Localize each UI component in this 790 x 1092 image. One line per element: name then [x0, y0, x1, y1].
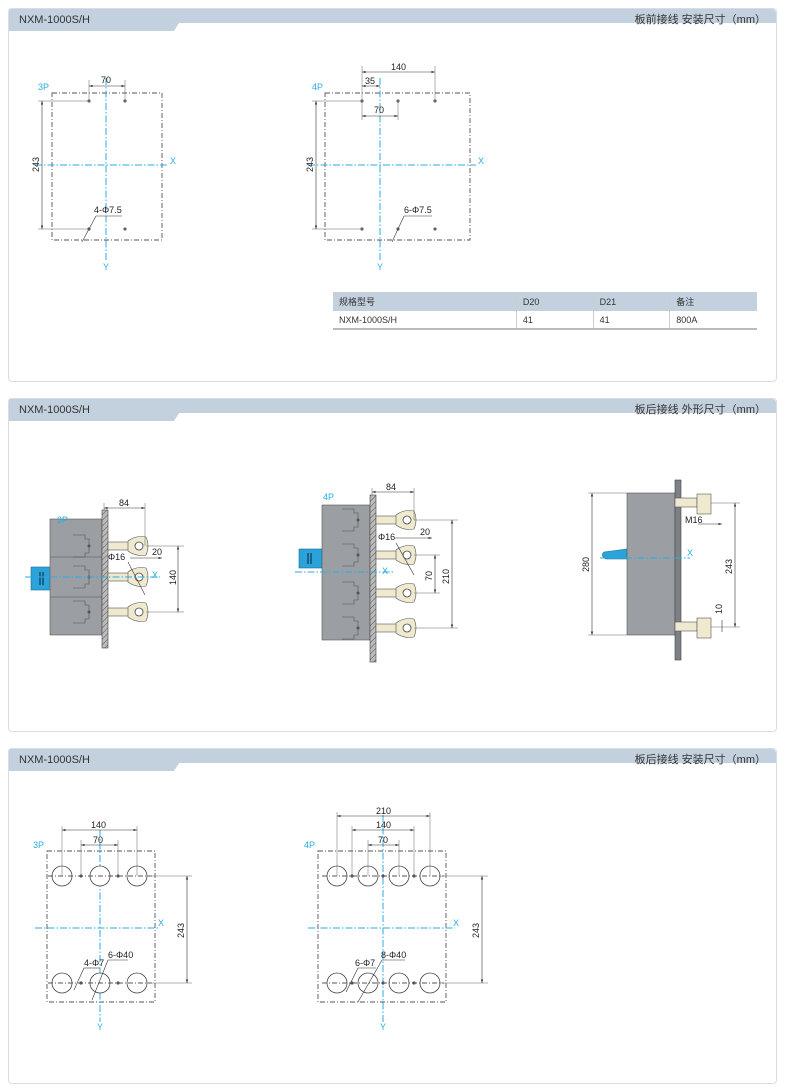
section-note: 板前接线 安装尺寸（mm）	[634, 14, 766, 26]
dim-280: 280	[581, 557, 591, 572]
rear-3p-outline: X 3P 84 20 Φ16 140	[25, 498, 184, 649]
y-axis-label: Y	[97, 1022, 103, 1032]
cell-remark: 800A	[669, 311, 757, 330]
dim-70: 70	[101, 75, 111, 85]
col-remark: 备注	[669, 292, 757, 311]
x-axis-label: X	[687, 548, 693, 558]
header-tab	[9, 749, 179, 771]
x-axis-label: X	[478, 156, 484, 166]
hole-spec: 6-Φ7.5	[404, 205, 432, 215]
dim-10: 10	[714, 604, 724, 614]
phi-16: Φ16	[378, 532, 395, 542]
dim-140: 140	[91, 820, 106, 830]
dim-210: 210	[376, 806, 391, 816]
model-title: NXM-1000S/H	[19, 14, 90, 26]
section-note: 板后接线 安装尺寸（mm）	[634, 754, 766, 766]
dim-70: 70	[378, 835, 388, 845]
dim-70: 70	[93, 835, 103, 845]
dim-35: 35	[365, 76, 375, 86]
dim-70: 70	[424, 571, 434, 581]
large-hole-spec: 6-Φ40	[108, 950, 133, 960]
dim-140: 140	[168, 570, 178, 585]
small-hole-spec: 6-Φ7	[355, 958, 375, 968]
dim-243: 243	[724, 559, 734, 574]
pole-label: 3P	[33, 840, 44, 850]
y-axis-label: Y	[103, 262, 109, 272]
table-header-row: 规格型号 D20 D21 备注	[333, 292, 757, 311]
dim-70: 70	[374, 105, 384, 115]
pole-label: 4P	[312, 82, 323, 92]
pole-label: 3P	[57, 515, 68, 525]
front-3p-drawing: X Y 3P 70 243 4-Φ7.5	[31, 75, 176, 272]
rear-side-outline: X 280 243 M16 10	[581, 479, 740, 661]
spec-table: 规格型号 D20 D21 备注 NXM-1000S/H 41 41 800A	[333, 292, 757, 330]
col-d20: D20	[515, 292, 594, 311]
panel-header	[9, 9, 776, 23]
dim-84: 84	[386, 482, 396, 492]
small-hole-spec: 4-Φ7	[84, 958, 104, 968]
dim-243: 243	[471, 923, 481, 938]
rear-4p-outline: X 4P 84 20 Φ16 70 210	[295, 482, 458, 663]
x-axis-label: X	[152, 570, 158, 580]
x-axis-label: X	[453, 918, 459, 928]
panel-header	[9, 749, 776, 763]
y-axis-label: Y	[377, 262, 383, 272]
table-row: NXM-1000S/H 41 41 800A	[333, 311, 757, 330]
panel-header	[9, 399, 776, 413]
cell-model: NXM-1000S/H	[333, 311, 517, 330]
dim-243: 243	[176, 923, 186, 938]
thread-m16: M16	[685, 515, 703, 525]
rear-4p-mount: X Y 4P 210 140 70 243 6-Φ7	[304, 806, 488, 1032]
cell-d21: 41	[592, 311, 670, 330]
x-axis-label: X	[170, 156, 176, 166]
phi-16: Φ16	[108, 552, 125, 562]
rear-3p-mount: X Y 3P 140 70 243 4-Φ7 6-Φ40	[33, 820, 192, 1032]
pole-label: 4P	[304, 840, 315, 850]
dim-210: 210	[441, 569, 451, 584]
header-tab	[9, 399, 179, 421]
dim-140: 140	[391, 62, 406, 72]
col-d21: D21	[592, 292, 670, 311]
model-title: NXM-1000S/H	[19, 404, 90, 416]
col-model: 规格型号	[333, 292, 517, 311]
panel-rear-mount: NXM-1000S/H 板后接线 安装尺寸（mm）	[8, 748, 777, 1084]
large-hole-spec: 8-Φ40	[381, 950, 406, 960]
header-tab	[9, 9, 179, 31]
dim-84: 84	[119, 498, 129, 508]
hole-spec: 4-Φ7.5	[94, 205, 122, 215]
dim-243: 243	[305, 157, 315, 172]
pole-label: 4P	[323, 492, 334, 502]
pole-label: 3P	[38, 82, 49, 92]
section-note: 板后接线 外形尺寸（mm）	[634, 404, 766, 416]
x-axis-label: X	[158, 918, 164, 928]
dim-20: 20	[152, 547, 162, 557]
y-axis-label: Y	[380, 1022, 386, 1032]
dim-243: 243	[31, 157, 41, 172]
dim-140: 140	[376, 820, 391, 830]
cell-d20: 41	[515, 311, 594, 330]
x-axis-label: X	[382, 566, 388, 576]
front-4p-drawing: X Y 4P 140 35 70 243 6-Φ7.5	[305, 62, 484, 272]
dim-20: 20	[420, 527, 430, 537]
model-title: NXM-1000S/H	[19, 754, 90, 766]
